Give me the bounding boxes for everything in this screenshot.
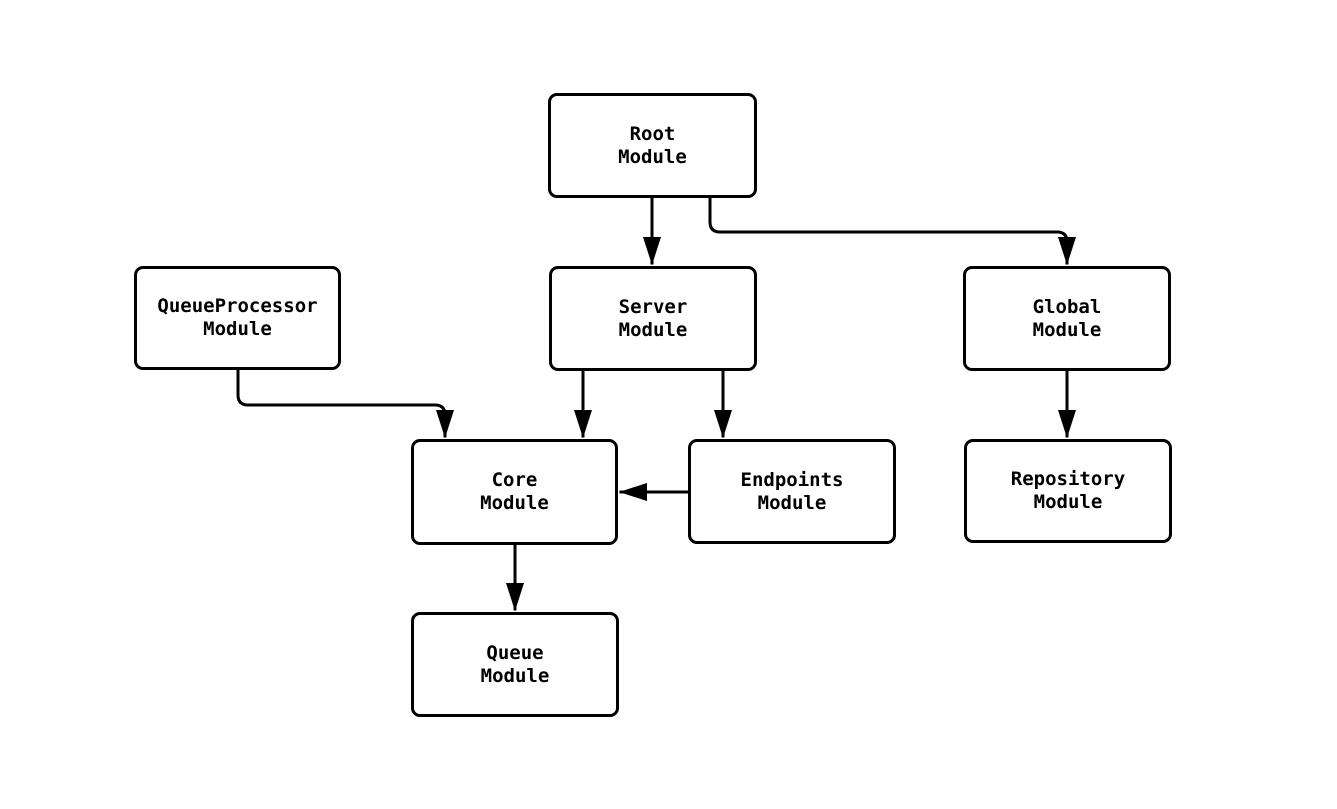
edge-group [236,196,1076,611]
node-root: Root Module [548,93,757,198]
node-core: Core Module [411,439,618,545]
node-endpoints: Endpoints Module [688,439,896,544]
node-label-repository: Repository Module [1010,468,1126,513]
node-label-queue: Queue Module [480,641,550,687]
edge-queueprocessor-core [236,368,454,438]
node-repository: Repository Module [964,439,1172,543]
node-label-global: Global Module [1032,295,1102,341]
node-label-root: Root Module [618,122,687,168]
node-global: Global Module [963,266,1171,371]
node-label-core: Core Module [480,469,549,514]
node-label-queueprocessor: QueueProcessor Module [157,295,318,340]
node-label-endpoints: Endpoints Module [740,468,844,514]
node-queueprocessor: QueueProcessor Module [134,266,341,370]
node-queue: Queue Module [411,612,619,717]
node-server: Server Module [549,266,757,371]
edge-root-global [708,196,1076,265]
node-label-server: Server Module [618,295,688,341]
